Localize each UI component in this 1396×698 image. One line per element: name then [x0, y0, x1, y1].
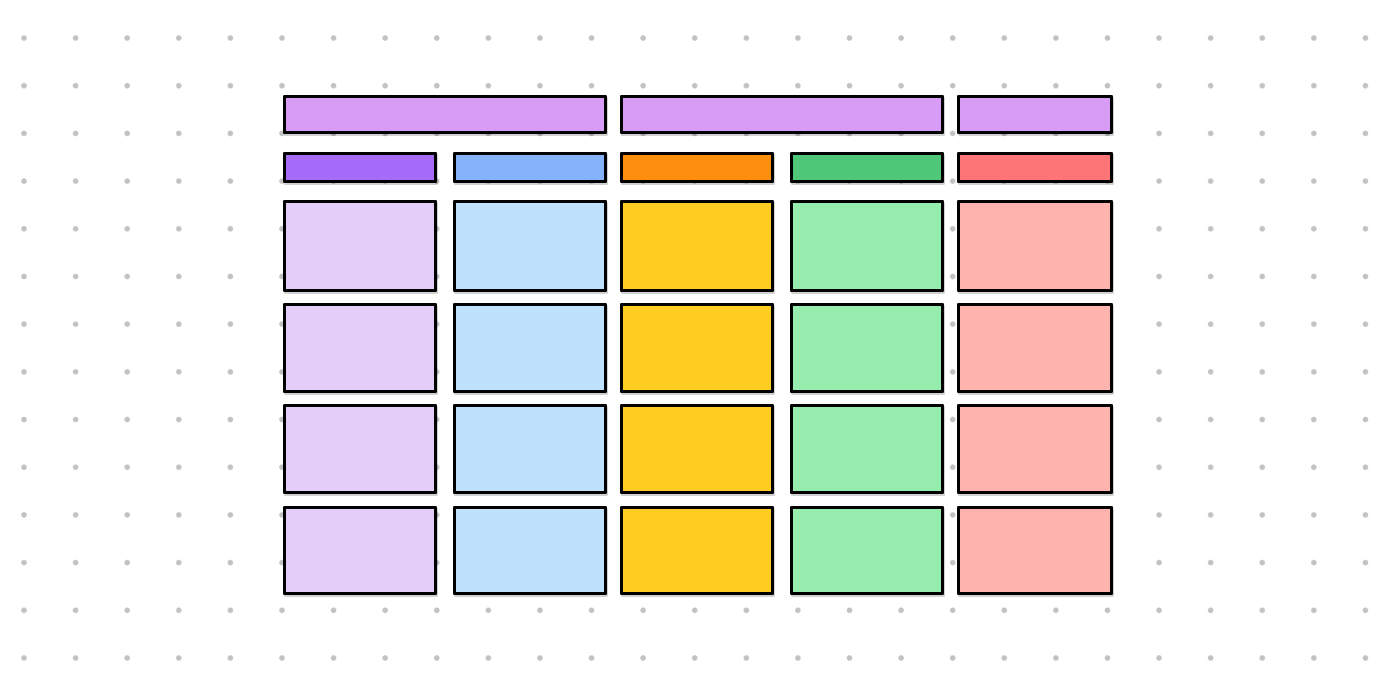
column-header-4-green[interactable]: [790, 152, 944, 183]
cell-r1-c1[interactable]: [283, 200, 437, 292]
cell-r3-c1[interactable]: [283, 404, 437, 494]
cell-r3-c2[interactable]: [453, 404, 607, 494]
cell-r2-c3[interactable]: [620, 303, 774, 393]
cell-r1-c5[interactable]: [957, 200, 1113, 292]
cell-r3-c5[interactable]: [957, 404, 1113, 494]
cell-r3-c3[interactable]: [620, 404, 774, 494]
cell-r3-c4[interactable]: [790, 404, 944, 494]
cell-r4-c3[interactable]: [620, 506, 774, 595]
column-header-1-purple[interactable]: [283, 152, 437, 183]
cell-r4-c2[interactable]: [453, 506, 607, 595]
cell-r4-c1[interactable]: [283, 506, 437, 595]
group-header-span-2[interactable]: [620, 95, 944, 134]
cell-r1-c2[interactable]: [453, 200, 607, 292]
column-header-2-blue[interactable]: [453, 152, 607, 183]
cell-r2-c1[interactable]: [283, 303, 437, 393]
column-header-3-orange[interactable]: [620, 152, 774, 183]
cell-r2-c2[interactable]: [453, 303, 607, 393]
group-header-span-1[interactable]: [283, 95, 607, 134]
cell-r4-c4[interactable]: [790, 506, 944, 595]
group-header-span-3[interactable]: [957, 95, 1113, 134]
cell-r4-c5[interactable]: [957, 506, 1113, 595]
cell-r2-c5[interactable]: [957, 303, 1113, 393]
column-header-5-red[interactable]: [957, 152, 1113, 183]
cell-r2-c4[interactable]: [790, 303, 944, 393]
cell-r1-c4[interactable]: [790, 200, 944, 292]
cell-r1-c3[interactable]: [620, 200, 774, 292]
